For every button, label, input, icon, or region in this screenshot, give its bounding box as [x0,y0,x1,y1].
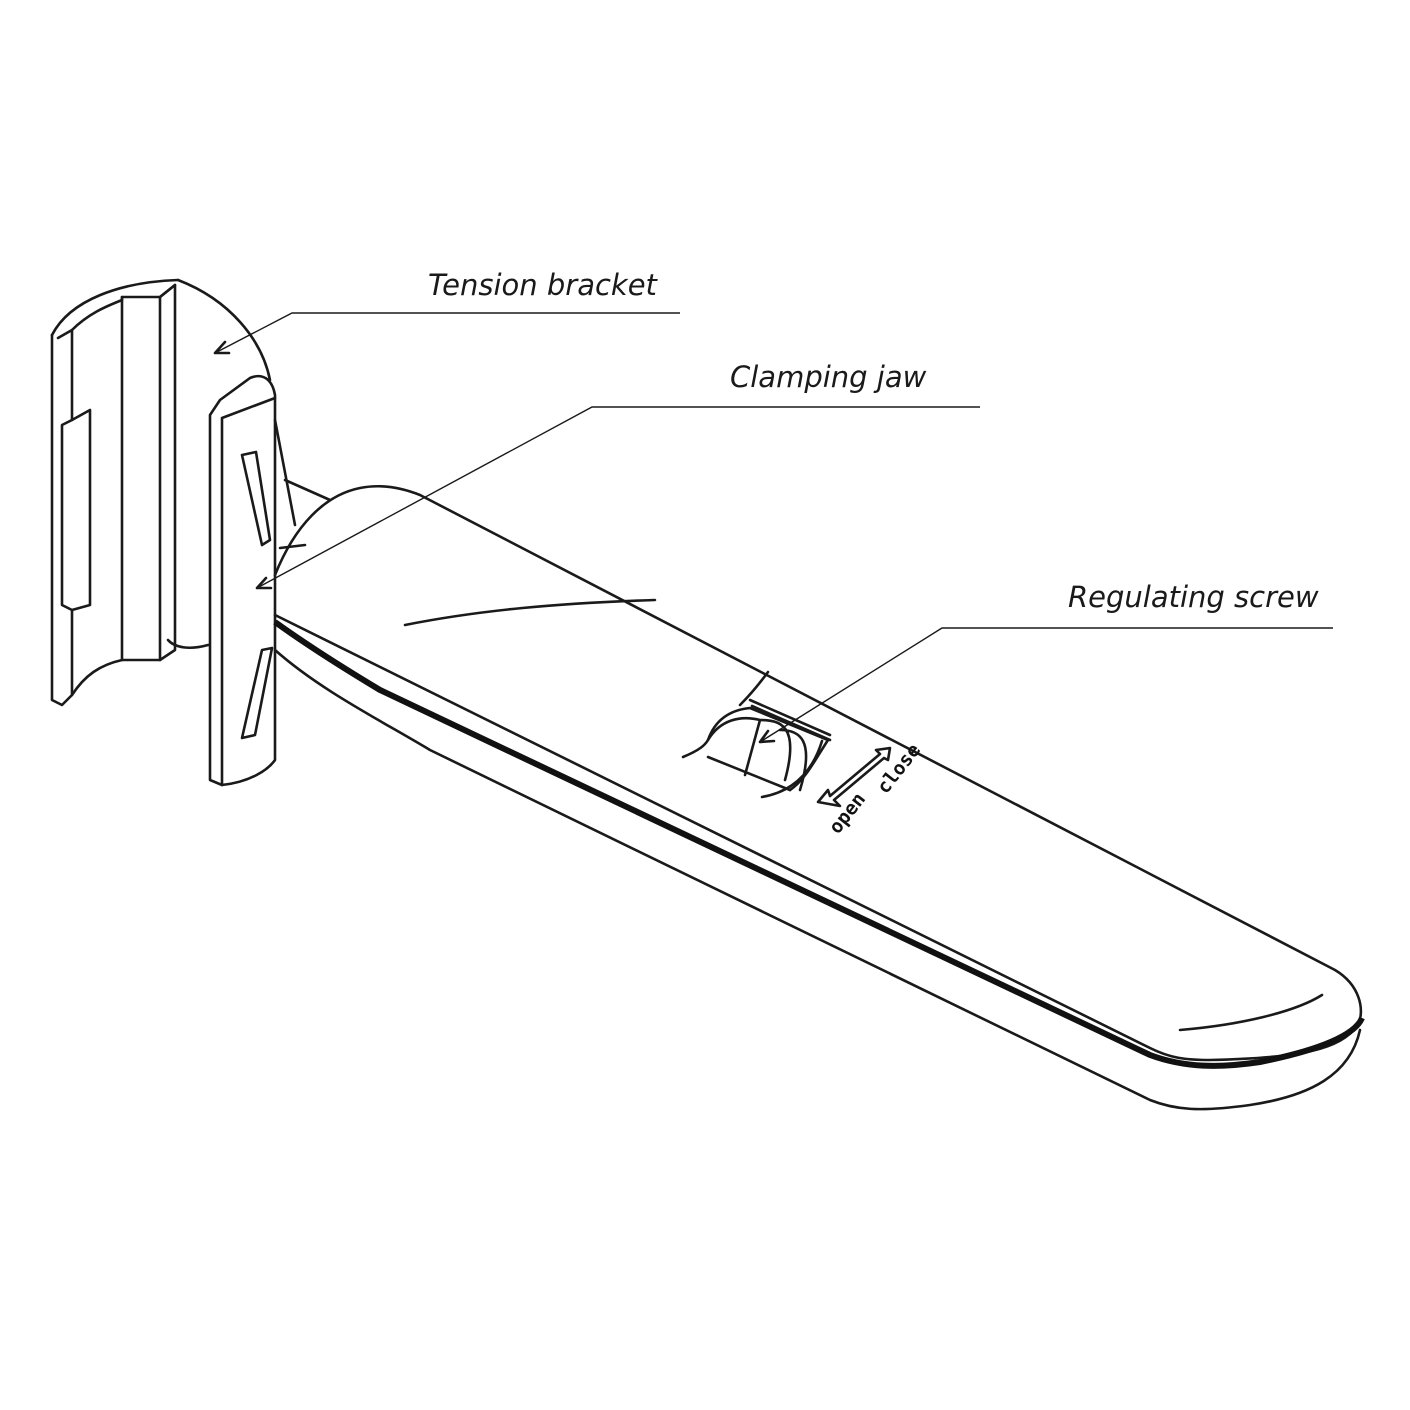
clamping-jaw-label: Clamping jaw [730,360,927,394]
leader-lines [213,312,1333,744]
regulating-screw-label: Regulating screw [1068,580,1319,614]
tension-bracket-label: Tension bracket [428,268,657,302]
tension-bracket [50,278,272,707]
regulating-screw [681,670,832,799]
handle-body [273,484,1365,1111]
open-close-arrow-icon [816,746,892,808]
